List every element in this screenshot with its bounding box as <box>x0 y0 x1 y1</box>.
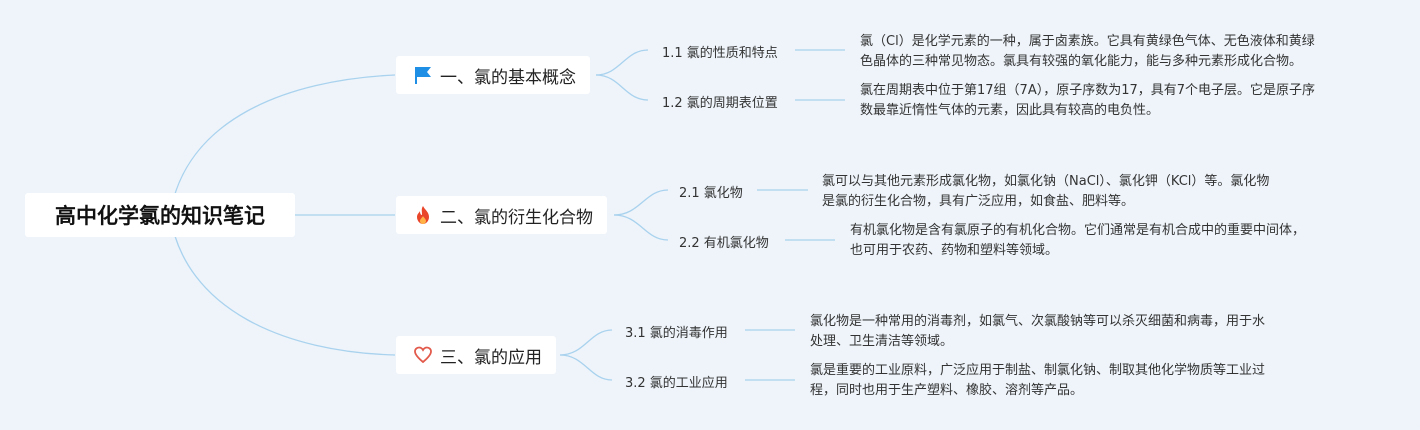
note-2-2: 有机氯化物是含有氯原子的有机化合物。它们通常是有机合成中的重要中间体， 也可用于… <box>850 221 1305 261</box>
branch-applications[interactable]: 三、氯的应用 <box>396 336 556 374</box>
note-line: 是氯的衍生化合物，具有广泛应用，如食盐、肥料等。 <box>822 194 1135 209</box>
branch-label: 二、氯的衍生化合物 <box>440 207 593 228</box>
note-line: 氯在周期表中位于第17组（7A），原子序数为17，具有7个电子层。它是原子序 <box>860 83 1316 98</box>
note-line: 处理、卫生清洁等领域。 <box>810 334 954 349</box>
note-3-2: 氯是重要的工业原料，广泛应用于制盐、制氯化钠、制取其他化学物质等工业过 程，同时… <box>810 361 1265 401</box>
subtopic-2-2[interactable]: 2.2 有机氯化物 <box>679 236 769 251</box>
branch-label: 三、氯的应用 <box>440 347 542 368</box>
root-topic[interactable]: 高中化学氯的知识笔记 <box>25 193 295 237</box>
subtopic-2-1[interactable]: 2.1 氯化物 <box>679 186 743 201</box>
note-line: 有机氯化物是含有氯原子的有机化合物。它们通常是有机合成中的重要中间体， <box>850 223 1306 238</box>
branch-basic-concept[interactable]: 一、氯的基本概念 <box>396 56 590 94</box>
note-line: 氯化物是一种常用的消毒剂，如氯气、次氯酸钠等可以杀灭细菌和病毒，用于水 <box>810 314 1266 329</box>
note-2-1: 氯可以与其他元素形成氯化物，如氯化钠（NaCl）、氯化钾（KCl）等。氯化物 是… <box>822 172 1269 212</box>
subtopic-1-1[interactable]: 1.1 氯的性质和特点 <box>662 46 778 61</box>
heart-icon <box>412 344 434 366</box>
fire-icon <box>412 204 434 226</box>
note-line: 色晶体的三种常见物态。氯具有较强的氧化能力，能与多种元素形成化合物。 <box>860 54 1303 69</box>
subtopic-3-2[interactable]: 3.2 氯的工业应用 <box>625 376 728 391</box>
subtopic-3-1[interactable]: 3.1 氯的消毒作用 <box>625 326 728 341</box>
subtopic-1-2[interactable]: 1.2 氯的周期表位置 <box>662 96 778 111</box>
note-line: 数最靠近惰性气体的元素，因此具有较高的电负性。 <box>860 103 1160 118</box>
note-line: 氯是重要的工业原料，广泛应用于制盐、制氯化钠、制取其他化学物质等工业过 <box>810 363 1266 378</box>
note-3-1: 氯化物是一种常用的消毒剂，如氯气、次氯酸钠等可以杀灭细菌和病毒，用于水 处理、卫… <box>810 312 1265 352</box>
branch-label: 一、氯的基本概念 <box>440 67 576 88</box>
note-line: 氯可以与其他元素形成氯化物，如氯化钠（NaCl）、氯化钾（KCl）等。氯化物 <box>822 174 1270 189</box>
flag-icon <box>412 64 434 86</box>
note-line: 也可用于农药、药物和塑料等领域。 <box>850 243 1059 258</box>
note-1-2: 氯在周期表中位于第17组（7A），原子序数为17，具有7个电子层。它是原子序 数… <box>860 81 1315 121</box>
branch-derived-compounds[interactable]: 二、氯的衍生化合物 <box>396 196 607 234</box>
note-line: 氯（Cl）是化学元素的一种，属于卤素族。它具有黄绿色气体、无色液体和黄绿 <box>860 34 1315 49</box>
note-1-1: 氯（Cl）是化学元素的一种，属于卤素族。它具有黄绿色气体、无色液体和黄绿 色晶体… <box>860 32 1315 72</box>
note-line: 程，同时也用于生产塑料、橡胶、溶剂等产品。 <box>810 383 1084 398</box>
